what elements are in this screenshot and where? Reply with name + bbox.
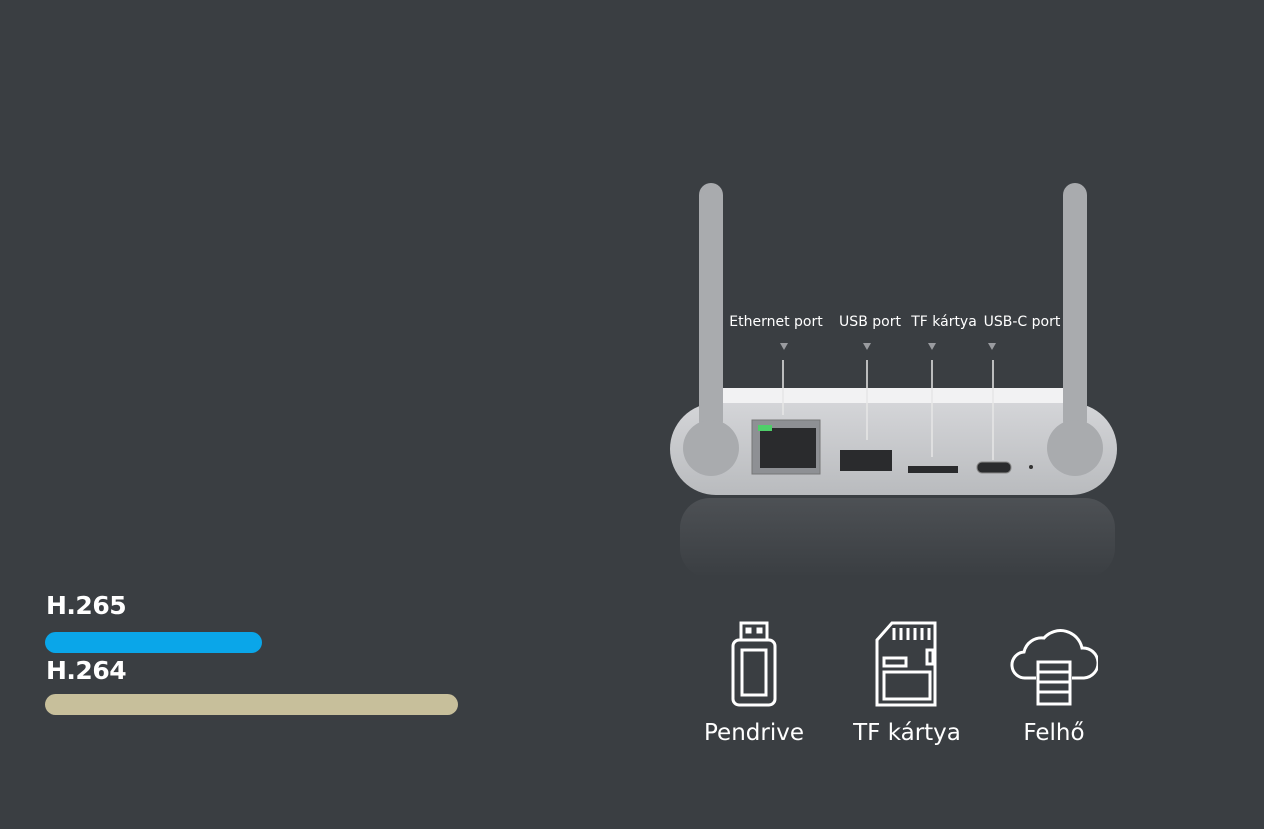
port-label-usbc: USB-C port xyxy=(983,314,1061,330)
storage-tf-card: TF kártya xyxy=(827,620,987,746)
storage-cloud-label: Felhő xyxy=(1023,720,1085,746)
codec-h265-label: H.265 xyxy=(46,591,127,620)
port-label-usb: USB port xyxy=(839,314,901,330)
cloud-server-icon xyxy=(1010,629,1098,706)
storage-pendrive-label: Pendrive xyxy=(704,720,804,746)
codec-h264-label: H.264 xyxy=(46,656,127,685)
storage-pendrive: Pendrive xyxy=(674,620,834,746)
usb-drive-icon xyxy=(731,621,777,707)
port-label-ethernet: Ethernet port xyxy=(729,314,823,330)
storage-cloud: Felhő xyxy=(974,620,1134,746)
codec-h264-bar xyxy=(45,694,458,715)
storage-tf-card-label: TF kártya xyxy=(853,720,961,746)
port-label-tf: TF kártya xyxy=(911,314,977,330)
sd-card-icon xyxy=(875,621,937,707)
codec-h265-bar xyxy=(45,632,262,653)
